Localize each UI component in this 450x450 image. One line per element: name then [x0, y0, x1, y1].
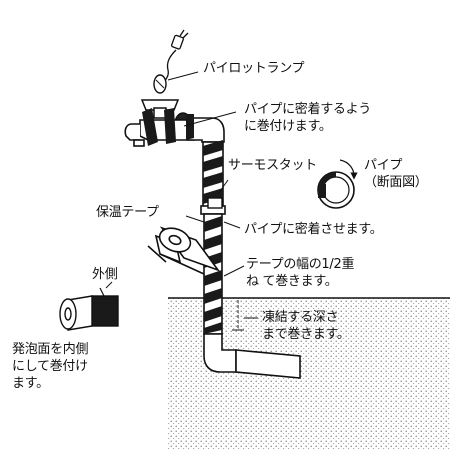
label-thermostat: サーモスタット	[228, 158, 317, 173]
label-pilot-lamp: パイロットランプ	[203, 61, 305, 76]
label-overlap-half: テープの幅の1/2重 ね て巻きます。	[246, 257, 355, 289]
insulation-tape-roll	[147, 226, 221, 275]
label-wrap-tight: パイプに密着するよう に巻付けます。	[244, 102, 372, 134]
faucet-body	[124, 119, 195, 147]
label-freeze-depth: 凍結する深さ まで巻きます。	[262, 310, 350, 342]
label-outer-side: 外側	[92, 267, 118, 282]
small-tape-roll	[59, 287, 119, 331]
label-insulation-tape: 保温テープ	[96, 205, 159, 220]
thermostat-on-pipe	[207, 197, 223, 209]
label-foam-inside: 発泡面を内側 にして巻付け ます。	[12, 342, 89, 391]
underground-pipe	[235, 349, 301, 379]
pilot-lamp-icon	[153, 74, 167, 94]
freeze-depth-dimension	[232, 300, 244, 331]
leader-lines	[105, 71, 258, 319]
label-stick-to-pipe: パイプに密着させます。	[244, 222, 383, 237]
label-pipe-cross-section: パイプ （断面図）	[364, 158, 428, 190]
pipe-cross-section-icon	[317, 159, 358, 209]
